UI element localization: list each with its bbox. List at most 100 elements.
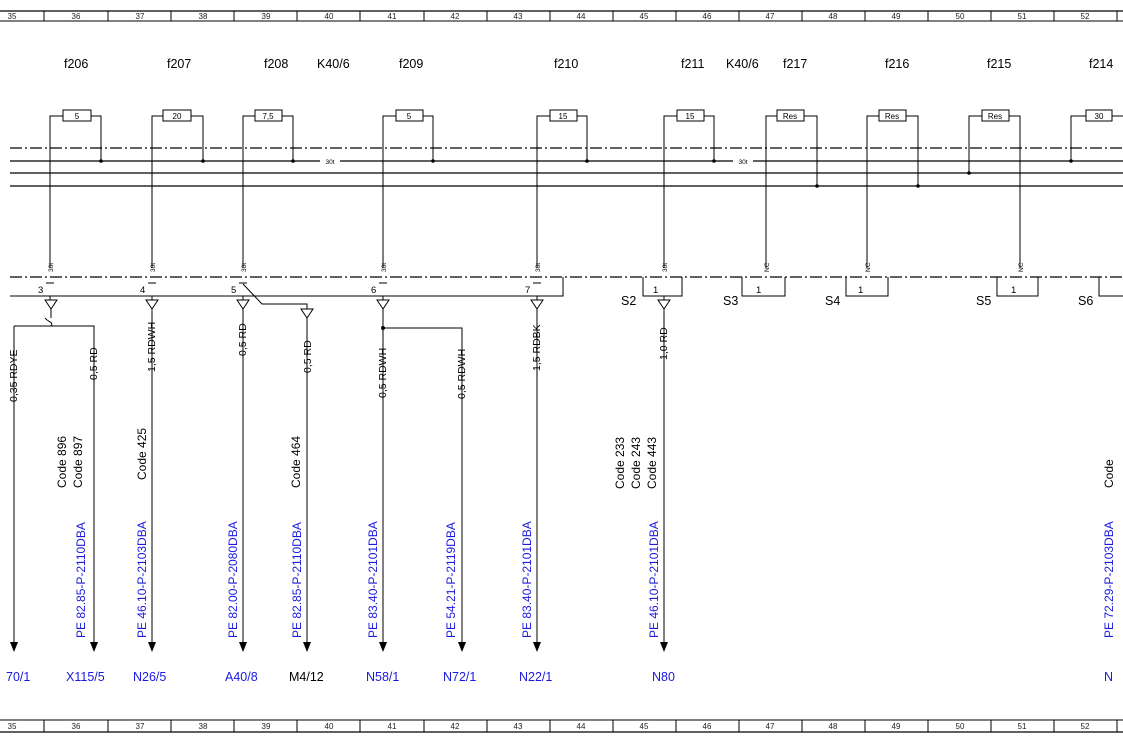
- fuse-rating: 5: [407, 112, 412, 121]
- ruler-number: 44: [577, 722, 586, 731]
- bottom-ruler: 35 36 37 38 39 40 41 42 43 44 45 46 47 4…: [0, 719, 1123, 733]
- ruler-number: 50: [956, 12, 965, 21]
- output-wires: [10, 283, 671, 652]
- part-link[interactable]: PE 54.21-P-2119DBA: [444, 522, 458, 638]
- nc-tag: NC: [764, 262, 771, 272]
- pin-tag: 30t: [150, 263, 157, 272]
- switch-label: S5: [976, 294, 991, 308]
- fuse-rating: 15: [559, 112, 568, 121]
- ruler-number: 35: [8, 12, 17, 21]
- pin-tag: 30t: [381, 263, 388, 272]
- fuse-name: f209: [399, 57, 423, 71]
- destination-references[interactable]: 70/1 X115/5 N26/5 A40/8 M4/12 N58/1 N72/…: [6, 670, 1113, 684]
- nc-tag: NC: [865, 262, 872, 272]
- ruler-number: 52: [1081, 12, 1090, 21]
- destination-label: M4/12: [289, 670, 324, 684]
- fuse-box-busbars: 30t 30t: [10, 147, 1123, 188]
- ruler-number: 42: [451, 722, 460, 731]
- destination-link[interactable]: N26/5: [133, 670, 166, 684]
- ruler-number: 45: [640, 722, 649, 731]
- wire-spec: 1,0 RD: [658, 327, 670, 360]
- pin-tag: 30t: [48, 263, 55, 272]
- destination-link[interactable]: N58/1: [366, 670, 399, 684]
- code-label: Code 425: [135, 428, 149, 480]
- part-link[interactable]: PE 46.10-P-2103DBA: [135, 521, 149, 638]
- fuse-f216: Res: [866, 109, 919, 148]
- destination-link[interactable]: A40/8: [225, 670, 258, 684]
- fuse-rating: Res: [988, 112, 1002, 121]
- ruler-number: 36: [72, 12, 81, 21]
- part-references[interactable]: PE 82.85-P-2110DBA PE 46.10-P-2103DBA PE…: [74, 521, 1116, 638]
- ruler-number: 47: [766, 722, 775, 731]
- ruler-number: 36: [72, 722, 81, 731]
- fuse-name: f217: [783, 57, 807, 71]
- destination-link[interactable]: X115/5: [66, 670, 105, 684]
- code-line: Code: [1102, 459, 1116, 488]
- fuse-f215: Res: [968, 109, 1021, 148]
- ruler-number: 40: [325, 12, 334, 21]
- switch-label: S2: [621, 294, 636, 308]
- pin-number: 7: [525, 285, 530, 296]
- part-link[interactable]: PE 82.85-P-2110DBA: [290, 522, 304, 638]
- fuse-f206: 5: [49, 109, 102, 148]
- pin-number: 5: [231, 285, 236, 296]
- fuse-f210: 15: [536, 109, 588, 148]
- bus-junctions: [99, 148, 1073, 188]
- part-link[interactable]: PE 82.00-P-2080DBA: [226, 521, 240, 638]
- destination-link[interactable]: N80: [652, 670, 675, 684]
- pin-number: 3: [38, 285, 43, 296]
- fuse-rating: Res: [885, 112, 899, 121]
- fuse-rating: Res: [783, 112, 797, 121]
- relay-name: K40/6: [317, 57, 350, 71]
- ruler-number: 39: [262, 12, 271, 21]
- wire-spec: 0,5 RD: [88, 347, 100, 380]
- ruler-number: 45: [640, 12, 649, 21]
- destination-link[interactable]: 70/1: [6, 670, 30, 684]
- destination-link[interactable]: N22/1: [519, 670, 552, 684]
- ruler-number: 48: [829, 12, 838, 21]
- code-line: Code 464: [289, 436, 303, 488]
- fuse-f211: 15: [663, 109, 715, 148]
- fuse-f217: Res: [765, 109, 818, 148]
- destination-link[interactable]: N: [1104, 670, 1113, 684]
- fuse-rating: 7,5: [262, 112, 274, 121]
- ruler-number: 50: [956, 722, 965, 731]
- ruler-number: 51: [1018, 722, 1027, 731]
- fuse-f207: 20: [151, 109, 204, 148]
- relay-name: K40/6: [726, 57, 759, 71]
- pin-number: 1: [756, 285, 761, 296]
- wire-specs: 0,35 RDYE 0,5 RD 1,5 RDWH 0,5 RD 0,5 RD …: [8, 322, 670, 402]
- top-ruler: 35 36 37 38 39 40 41 42 43 44 45 46 47 4…: [0, 10, 1123, 22]
- code-line: Code 443: [645, 437, 659, 489]
- code-line: Code 233: [613, 437, 627, 489]
- ruler-number: 49: [892, 722, 901, 731]
- part-link[interactable]: PE 83.40-P-2101DBA: [366, 521, 380, 638]
- fuse-f209: 5: [382, 109, 434, 148]
- fuse-rating: 15: [686, 112, 695, 121]
- code-label: Code: [1102, 459, 1116, 488]
- wire-spec: 1,5 RDBK: [531, 324, 543, 371]
- bus-label: 30t: [738, 159, 747, 166]
- fuse-name: f214: [1089, 57, 1113, 71]
- ruler-number: 48: [829, 722, 838, 731]
- code-line: Code 425: [135, 428, 149, 480]
- switch-label: S3: [723, 294, 738, 308]
- part-link[interactable]: PE 46.10-P-2101DBA: [647, 521, 661, 638]
- code-line: Code 897: [71, 436, 85, 488]
- wire-spec: 0,5 RDWH: [377, 348, 389, 398]
- ruler-number: 39: [262, 722, 271, 731]
- pin-tag: 30t: [241, 263, 248, 272]
- part-link[interactable]: PE 72.29-P-2103DBA: [1102, 521, 1116, 638]
- pin-tag: 30t: [535, 263, 542, 272]
- ruler-number: 44: [577, 12, 586, 21]
- fuse-name: f211: [681, 57, 704, 71]
- destination-link[interactable]: N72/1: [443, 670, 476, 684]
- part-link[interactable]: PE 82.85-P-2110DBA: [74, 522, 88, 638]
- code-label: Code 464: [289, 436, 303, 488]
- ruler-number: 52: [1081, 722, 1090, 731]
- part-link[interactable]: PE 83.40-P-2101DBA: [520, 521, 534, 638]
- wire-spec: 0,5 RDWH: [456, 349, 468, 399]
